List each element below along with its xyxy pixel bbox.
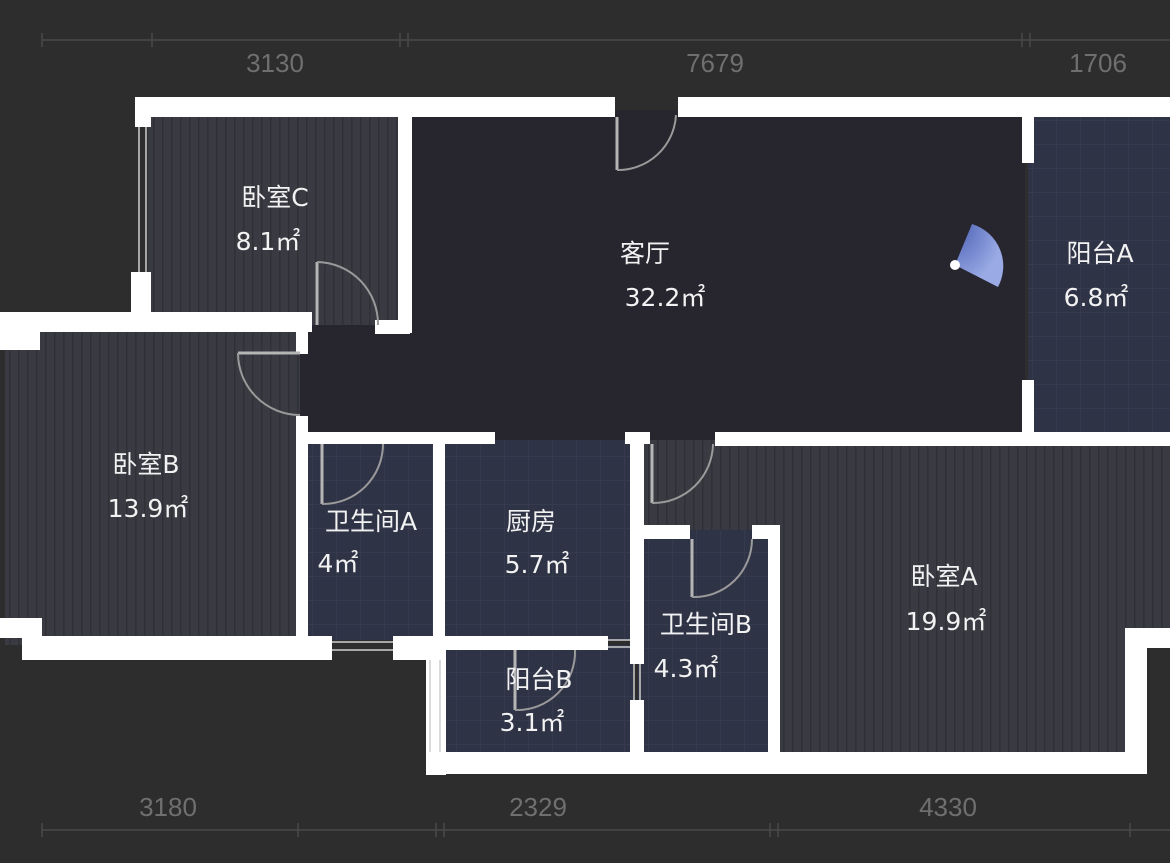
wall [630,700,644,758]
room-bathroom-a[interactable]: 卫生间A 4㎡ [318,507,418,578]
door-arc-bathroom-a [321,443,384,506]
windows [138,127,641,752]
room-area: 32.2㎡ [625,283,706,312]
wall [715,432,1170,446]
wall [678,97,1170,117]
wall [426,752,1146,774]
room-name: 卧室C [241,183,308,212]
door-arc-living-entry [616,114,677,172]
wall [0,618,42,638]
room-balcony-a[interactable]: 阳台A 6.8㎡ [1064,239,1134,312]
door-arc-bedroom-b [237,352,301,416]
dimensions-top: 3130 7679 1706 [246,48,1127,78]
wall [433,432,445,644]
room-area: 6.8㎡ [1064,283,1129,312]
wall [1022,380,1034,438]
room-kitchen[interactable]: 厨房 5.7㎡ [505,507,570,579]
room-bedroom-b[interactable]: 卧室B 13.9㎡ [108,450,189,523]
camera-viewpoint-icon[interactable] [950,224,1004,287]
dimension-lines [41,33,1170,837]
floor-kitchen [443,440,633,640]
wall [22,312,312,332]
wall [305,432,495,444]
dimension-bottom-3: 4330 [919,792,977,822]
floor-living-room [300,110,1025,440]
wall [640,525,690,539]
wall [1125,628,1147,774]
dimension-bottom-2: 2329 [509,792,567,822]
wall [438,636,608,650]
room-bathroom-b[interactable]: 卫生间B 4.3㎡ [654,610,752,683]
room-balcony-b[interactable]: 阳台B 3.1㎡ [500,665,573,737]
room-name: 卧室A [910,562,977,591]
room-area: 19.9㎡ [906,607,987,636]
floor-bedroom-b [5,330,300,645]
wall [131,272,151,324]
door-arc-bedroom-c [316,261,380,326]
room-labels: 卧室C 8.1㎡ 客厅 32.2㎡ 阳台A 6.8㎡ 卧室B 13.9㎡ 卫生间… [108,183,1134,737]
room-name: 阳台A [1066,239,1133,268]
floors [5,110,1170,755]
room-name: 卫生间B [660,610,752,639]
room-living-room[interactable]: 客厅 32.2㎡ [620,239,705,312]
wall [135,97,151,127]
floor-balcony-a [1028,115,1170,435]
wall [1022,115,1034,163]
room-area: 13.9㎡ [108,494,189,523]
room-name: 客厅 [620,239,670,268]
dimension-top-2: 7679 [686,48,744,78]
wall [296,416,308,650]
room-area: 3.1㎡ [500,708,565,737]
room-name: 阳台B [505,665,572,694]
door-arc-bathroom-b [691,538,753,599]
room-name: 厨房 [506,507,556,536]
wall [630,432,644,664]
dimension-bottom-1: 3180 [139,792,197,822]
wall [398,115,412,333]
room-name: 卫生间A [325,507,417,536]
doors [237,114,753,712]
room-area: 8.1㎡ [236,227,301,256]
dimensions-bottom: 3180 2329 4330 [139,792,977,822]
door-arc-bedroom-a [651,443,714,505]
door-arc-balcony-b [514,649,577,712]
wall [296,312,308,354]
wall [768,525,780,758]
room-area: 4㎡ [318,549,359,578]
floor-bathroom-b [638,530,773,755]
dimension-top-1: 3130 [246,48,304,78]
floor-bedroom-c [148,115,405,325]
room-bedroom-c[interactable]: 卧室C 8.1㎡ [236,183,309,256]
room-name: 卧室B [112,450,179,479]
wall [22,636,332,660]
room-area: 4.3㎡ [654,654,719,683]
dimension-top-3: 1706 [1069,48,1127,78]
wall [0,312,40,350]
room-area: 5.7㎡ [505,550,570,579]
floor-bedroom-a [640,440,1170,755]
wall [135,97,615,117]
walls [0,97,1170,775]
floor-balcony-b [443,645,633,755]
wall [375,320,410,334]
wall [426,645,446,775]
room-bedroom-a[interactable]: 卧室A 19.9㎡ [906,562,987,636]
floor-bathroom-a [305,440,438,640]
